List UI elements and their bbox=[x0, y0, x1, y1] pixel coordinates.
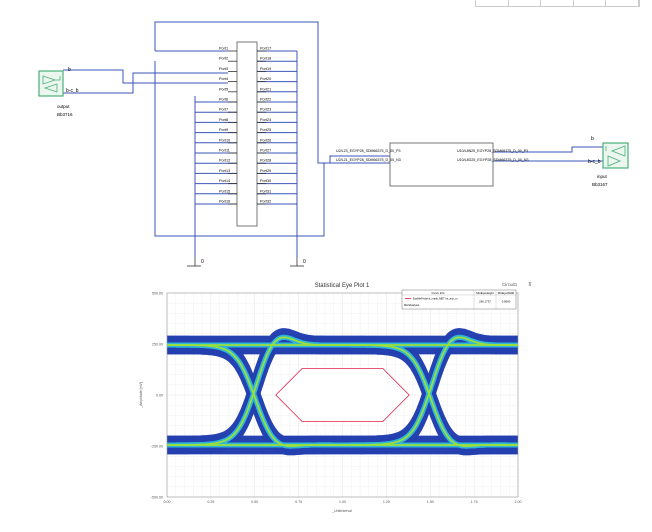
y-tick-label: -250.00 bbox=[151, 444, 163, 448]
channel-model-block[interactable] bbox=[389, 142, 494, 187]
connector-port-left[interactable]: Port13 bbox=[219, 169, 230, 173]
connector-port-left[interactable]: Port10 bbox=[219, 138, 230, 142]
buffer-icon bbox=[42, 75, 61, 93]
eye-trace-outer bbox=[167, 335, 518, 456]
x-tick-label: 1.75 bbox=[471, 500, 478, 504]
legend-header-curve: Curve Info bbox=[432, 291, 445, 295]
connector-port-left[interactable]: Port1 bbox=[219, 47, 228, 51]
connector-port-left[interactable]: Port5 bbox=[219, 87, 228, 91]
connector-port-right[interactable]: Port30 bbox=[260, 179, 271, 183]
x-tick-label: 0.75 bbox=[295, 500, 302, 504]
legend-table[interactable]: Curve Info MinEyeHeight MinEyeWidth EyeM… bbox=[401, 289, 517, 310]
output-pin-top: b bbox=[68, 67, 71, 73]
legend-min-eye-height: 260.1737 bbox=[479, 300, 491, 304]
input-block-name: input bbox=[597, 174, 608, 179]
schematic-canvas[interactable]: b b-c_b output Bb3716 b b-c_b input Bb31… bbox=[0, 0, 652, 275]
plot-area bbox=[166, 292, 519, 498]
connector-port-right[interactable]: Port22 bbox=[260, 98, 271, 102]
statistical-eye-plot[interactable]: Statistical Eye Plot 1 Circuit1 ⊼ 0.00 0.… bbox=[0, 275, 652, 532]
x-axis-label: _UnitInterval bbox=[331, 509, 352, 513]
output-block-name: output bbox=[57, 104, 70, 109]
connector-port-right[interactable]: Port18 bbox=[260, 57, 271, 61]
connector-body[interactable] bbox=[236, 41, 258, 227]
connector-port-left[interactable]: Port6 bbox=[219, 98, 228, 102]
legend-curve-name: EyeMeProbe:b_mask_MET int_ann_m bbox=[413, 297, 458, 301]
connector-port-left[interactable]: Port4 bbox=[219, 77, 228, 81]
design-label: Circuit1 bbox=[502, 282, 518, 287]
output-block[interactable]: b b-c_b output Bb3716 bbox=[38, 67, 79, 117]
connector-port-right[interactable]: Port25 bbox=[260, 128, 271, 132]
input-pin-bottom: b-c_b bbox=[588, 159, 601, 165]
connector-port-right[interactable]: Port24 bbox=[260, 118, 271, 122]
legend-curve-analysis: MeNAnalysis bbox=[404, 303, 420, 307]
connector-port-right[interactable]: Port28 bbox=[260, 159, 271, 163]
x-tick-label: 1.25 bbox=[383, 500, 390, 504]
connector-port-right[interactable]: Port32 bbox=[260, 200, 271, 204]
connector-port-right[interactable]: Port29 bbox=[260, 169, 271, 173]
connector-port-left[interactable]: Port12 bbox=[219, 159, 230, 163]
ground-symbol bbox=[187, 258, 201, 267]
pin-icon[interactable]: ⊼ bbox=[528, 282, 532, 288]
x-tick-label: 1.00 bbox=[339, 500, 346, 504]
wire bbox=[63, 72, 228, 94]
output-pin-bottom: b-c_b bbox=[66, 88, 79, 94]
channel-pin-right-n: U10/L8G25_EGYP28_SDM66375_D_00_N3 bbox=[457, 158, 529, 162]
connector-port-right[interactable]: Port19 bbox=[260, 67, 271, 71]
buffer-icon bbox=[605, 145, 626, 167]
connector-port-left[interactable]: Port7 bbox=[219, 108, 228, 112]
eye-trace-core bbox=[167, 336, 518, 447]
connector-port-right[interactable]: Port21 bbox=[260, 87, 271, 91]
connector-port-left[interactable]: Port8 bbox=[219, 118, 228, 122]
wire bbox=[154, 21, 390, 164]
eye-trace-outer bbox=[167, 328, 518, 448]
y-tick-label: 500.00 bbox=[152, 291, 163, 295]
input-block[interactable]: b b-c_b input Bb3167 bbox=[588, 136, 629, 187]
x-tick-label: 2.00 bbox=[515, 500, 522, 504]
connector-port-left[interactable]: Port2 bbox=[219, 57, 228, 61]
connector-port-right[interactable]: Port27 bbox=[260, 149, 271, 153]
output-block-id: Bb3716 bbox=[57, 112, 73, 117]
y-tick-label: -500.00 bbox=[151, 495, 163, 499]
connector-port-left[interactable]: Port9 bbox=[219, 128, 228, 132]
x-tick-label: 1.50 bbox=[427, 500, 434, 504]
connector-port-left[interactable]: Port14 bbox=[219, 179, 230, 183]
connector-port-left[interactable]: Port16 bbox=[219, 200, 230, 204]
ground-label: 0 bbox=[201, 259, 204, 265]
connector-port-left[interactable]: Port11 bbox=[219, 149, 230, 153]
legend-min-eye-width: 0.9000 bbox=[502, 300, 511, 304]
x-tick-label: 0.50 bbox=[251, 500, 258, 504]
chart-title: Statistical Eye Plot 1 bbox=[315, 283, 370, 289]
y-tick-label: 250.00 bbox=[152, 342, 163, 346]
wire bbox=[154, 61, 390, 237]
channel-pin-left-p: U2/L23_EGYP28_SDM66375_D_00_P3 bbox=[336, 149, 401, 153]
connector-port-right[interactable]: Port31 bbox=[260, 189, 271, 193]
channel-pin-left-n: U2/L21_EGYP28_SDM66375_D_00_N3 bbox=[336, 158, 401, 162]
connector-port-left[interactable]: Port15 bbox=[219, 189, 230, 193]
connector-port-left[interactable]: Port3 bbox=[219, 67, 228, 71]
legend-header-height: MinEyeHeight bbox=[476, 291, 494, 295]
connector-port-right[interactable]: Port17 bbox=[260, 47, 271, 51]
ground-label: 0 bbox=[303, 259, 306, 265]
y-axis-label: _Amplitude [mV] bbox=[139, 382, 143, 409]
x-tick-label: 0.25 bbox=[207, 500, 214, 504]
eye-contour bbox=[275, 368, 410, 422]
channel-pin-right-p: U10/L8N25_EGYP28_SDM66375_D_00_P3 bbox=[457, 149, 528, 153]
legend-header-width: MinEyeWidth bbox=[498, 291, 515, 295]
connector-port-right[interactable]: Port23 bbox=[260, 108, 271, 112]
y-tick-label: 0.00 bbox=[156, 393, 163, 397]
wire bbox=[63, 69, 228, 84]
wire bbox=[493, 146, 603, 153]
connector-port-right[interactable]: Port26 bbox=[260, 138, 271, 142]
ground-symbol bbox=[290, 258, 304, 267]
x-tick-label: 0.00 bbox=[164, 500, 171, 504]
connector-port-right[interactable]: Port20 bbox=[260, 77, 271, 81]
input-pin-top: b bbox=[591, 136, 594, 142]
top-table-fragment bbox=[475, 0, 640, 7]
input-block-id: Bb3167 bbox=[592, 182, 608, 187]
